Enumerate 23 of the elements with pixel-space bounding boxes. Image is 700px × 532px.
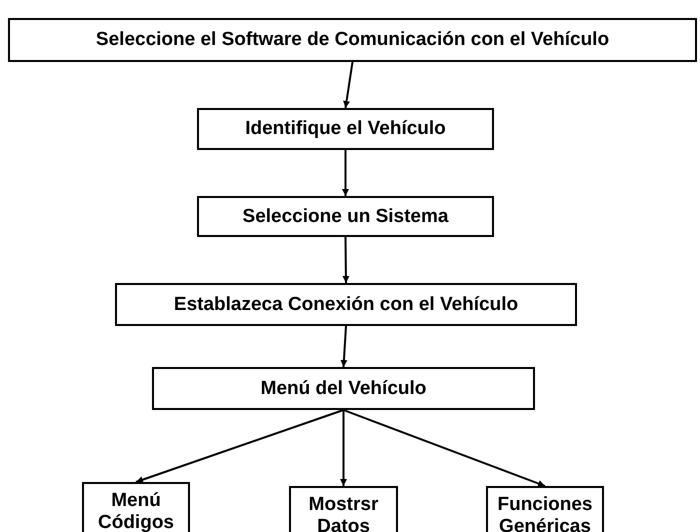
process-box [197,108,494,150]
box-label: Seleccione el Software de Comunicación con el Vehículo [96,29,610,51]
box-label: Menú del Vehículo [260,378,426,400]
process-box [82,482,190,532]
process-box [197,196,494,237]
process-box [115,283,577,326]
arrow [136,409,344,483]
process-box [486,486,604,532]
arrow [340,326,348,368]
process-box [152,367,535,410]
box-label: Mostrsr Datos [308,494,380,532]
arrow [342,150,349,196]
box-label: Seleccione un Sistema [242,206,448,228]
arrow [342,236,350,284]
process-box [8,18,697,62]
process-box [289,486,398,532]
box-label: Menú Códigos [97,490,175,532]
box-label: Identifique el Vehículo [245,118,446,140]
arrow [343,62,354,108]
arrow [340,410,347,486]
box-label: Funciones Genéricas [496,494,594,532]
box-label: Establazeca Conexión con el Vehículo [174,294,518,316]
arrow [343,409,546,487]
